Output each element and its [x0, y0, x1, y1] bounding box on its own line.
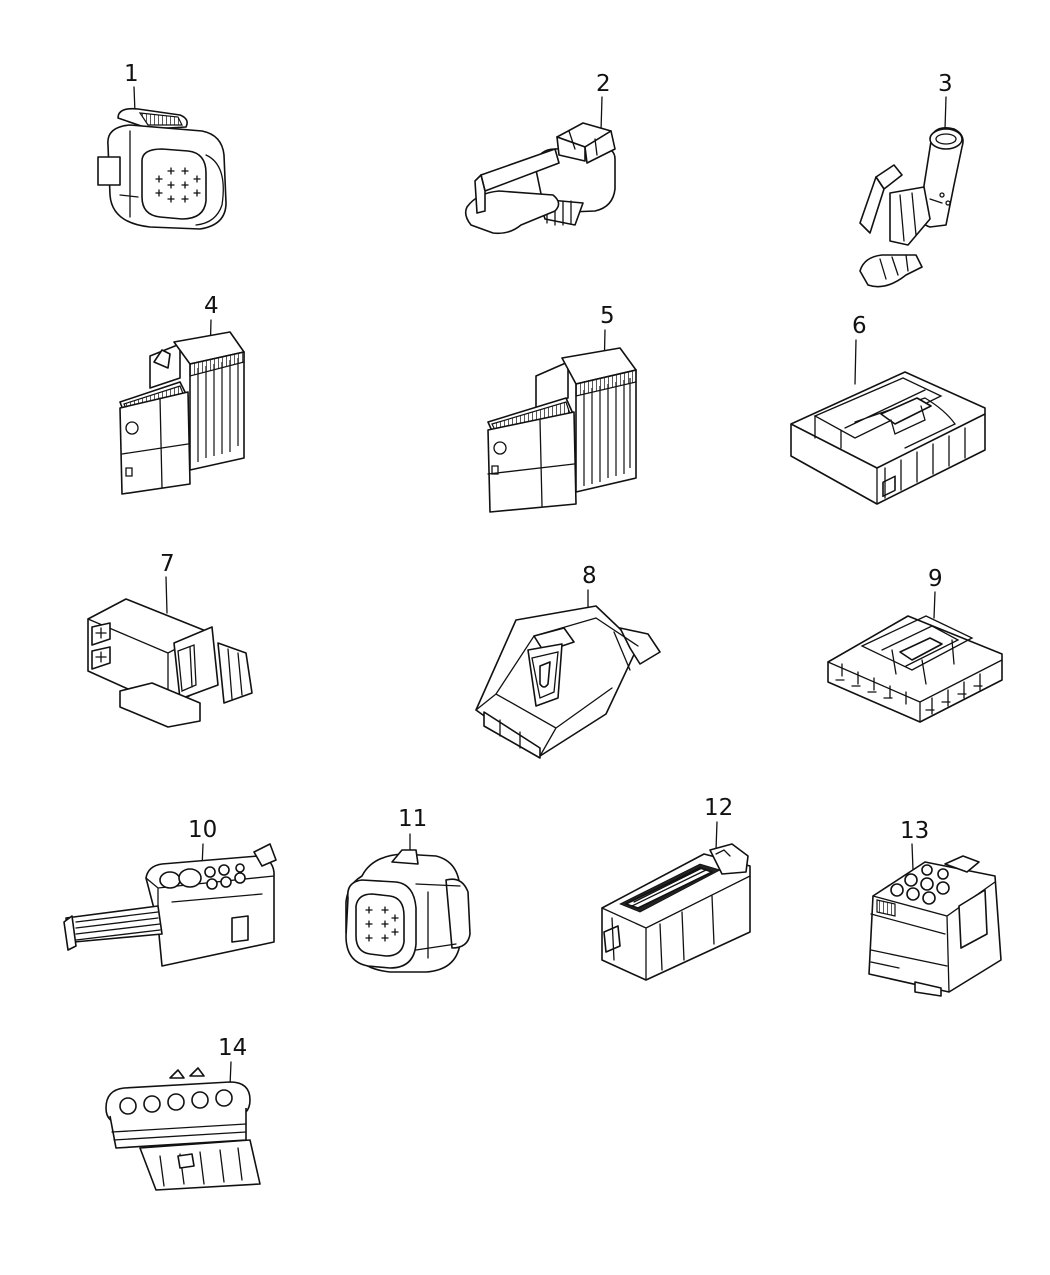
part-14 [100, 1060, 275, 1199]
round-sealed-connector-housing-icon [97, 86, 227, 230]
part-12 [592, 820, 762, 989]
multi-way-terminal-block-icon [827, 591, 1003, 723]
callout-number: 8 [582, 563, 597, 589]
dual-row-header-connector-icon [601, 821, 751, 981]
callout-number: 1 [124, 61, 139, 87]
part-4 [110, 318, 260, 502]
callout-number: 7 [160, 551, 175, 577]
callout-number: 11 [398, 806, 428, 832]
part-1 [90, 85, 240, 239]
latched-two-way-connector-icon [475, 589, 661, 759]
part-5 [480, 328, 650, 522]
callout-number: 2 [596, 71, 611, 97]
part-13 [855, 842, 1025, 1006]
callout-number: 13 [900, 818, 930, 844]
part-11 [332, 832, 482, 986]
part-9 [822, 590, 1012, 734]
callout-number: 9 [928, 566, 943, 592]
inline-pin-connector-icon [859, 96, 964, 288]
callout-number: 3 [938, 71, 953, 97]
part-3 [850, 95, 980, 299]
two-way-connector-icon [87, 576, 253, 728]
part-7 [82, 575, 272, 739]
five-way-inline-connector-icon [105, 1061, 261, 1191]
flat-sealed-connector-icon [464, 96, 616, 235]
callout-number: 14 [218, 1035, 248, 1061]
part-2 [455, 95, 635, 259]
part-6 [785, 338, 995, 512]
callout-number: 12 [704, 795, 734, 821]
callout-number: 10 [188, 817, 218, 843]
modular-connector-housing-variant-icon [487, 329, 637, 513]
part-8 [470, 588, 670, 762]
five-way-sealed-housing-icon [868, 843, 1002, 997]
six-way-terminal-block-icon [790, 339, 986, 505]
callout-number: 4 [204, 293, 219, 319]
callout-number: 6 [852, 313, 867, 339]
callout-number: 5 [600, 303, 615, 329]
connector-with-ribbon-lead-icon [63, 843, 277, 967]
modular-connector-housing-icon [119, 319, 245, 495]
round-multi-pin-connector-icon [345, 833, 471, 973]
part-10 [62, 842, 282, 981]
